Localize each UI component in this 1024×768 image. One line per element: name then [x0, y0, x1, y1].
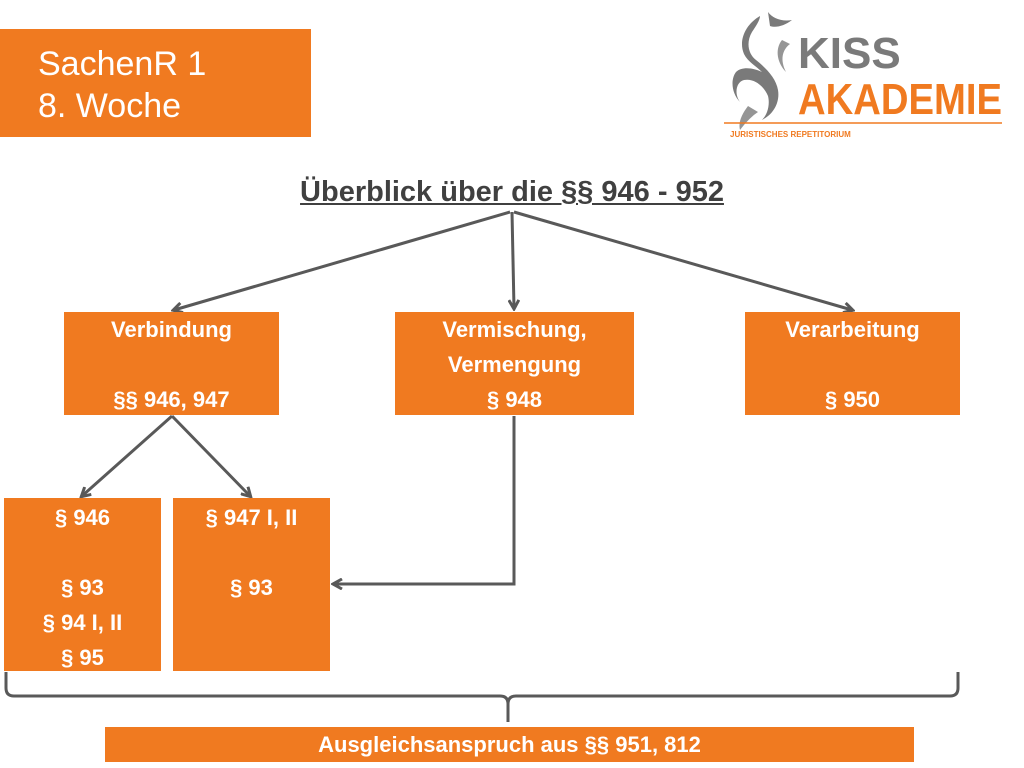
box-verbindung: Verbindung §§ 946, 947 [64, 312, 279, 415]
arrow-to-verbindung [174, 210, 511, 310]
arrow-to-p947 [170, 414, 250, 496]
p947-heading: § 947 I, II [205, 505, 298, 530]
box-p947: § 947 I, II § 93 [173, 498, 330, 671]
bottom-curly-brace [4, 672, 960, 722]
p946-ref-94: § 94 I, II [42, 610, 123, 635]
box-vermischung: Vermischung, Vermengung § 948 [395, 312, 634, 415]
verarbeitung-label: Verarbeitung [785, 317, 920, 342]
arrow-vermischung-to-p947 [334, 416, 516, 584]
logo-tagline: JURISTISCHES REPETITORIUM [730, 130, 851, 139]
kiss-akademie-logo: KISS AKADEMIE JURISTISCHES REPETITORIUM [724, 12, 1002, 139]
arrow-to-p946 [82, 414, 173, 496]
p946-heading: § 946 [54, 505, 111, 530]
arrow-to-vermischung [512, 211, 514, 308]
diagram-heading: Überblick über die §§ 946 - 952 [300, 176, 724, 208]
verbindung-paragraphs: §§ 946, 947 [113, 387, 230, 412]
slide-title-box: SachenR 1 8. Woche [0, 29, 311, 137]
slide-title-line-2: 8. Woche [38, 87, 182, 125]
verarbeitung-spacer [745, 347, 960, 382]
verarbeitung-paragraph: § 950 [824, 387, 881, 412]
logo-word-kiss: KISS [798, 29, 901, 78]
p946-ref-95: § 95 [61, 645, 104, 670]
logo-word-akademie: AKADEMIE [798, 75, 1002, 124]
p947-spacer [173, 535, 330, 570]
phoenix-emblem-icon [732, 12, 792, 130]
vermengung-label: Vermengung [447, 352, 582, 377]
vermischung-label: Vermischung, [442, 317, 587, 342]
ausgleichsanspruch-bar: Ausgleichsanspruch aus §§ 951, 812 [105, 727, 914, 762]
verbindung-label: Verbindung [111, 317, 232, 342]
p946-ref-93: § 93 [61, 575, 104, 600]
slide-title-line-1: SachenR 1 [38, 45, 207, 83]
arrow-to-verarbeitung [513, 210, 852, 310]
p946-spacer [4, 535, 161, 570]
vermischung-paragraph: § 948 [486, 387, 543, 412]
box-verarbeitung: Verarbeitung § 950 [745, 312, 960, 415]
box-p946: § 946 § 93 § 94 I, II § 95 [4, 498, 161, 671]
p947-ref-93: § 93 [230, 575, 273, 600]
verbindung-spacer [64, 347, 279, 382]
